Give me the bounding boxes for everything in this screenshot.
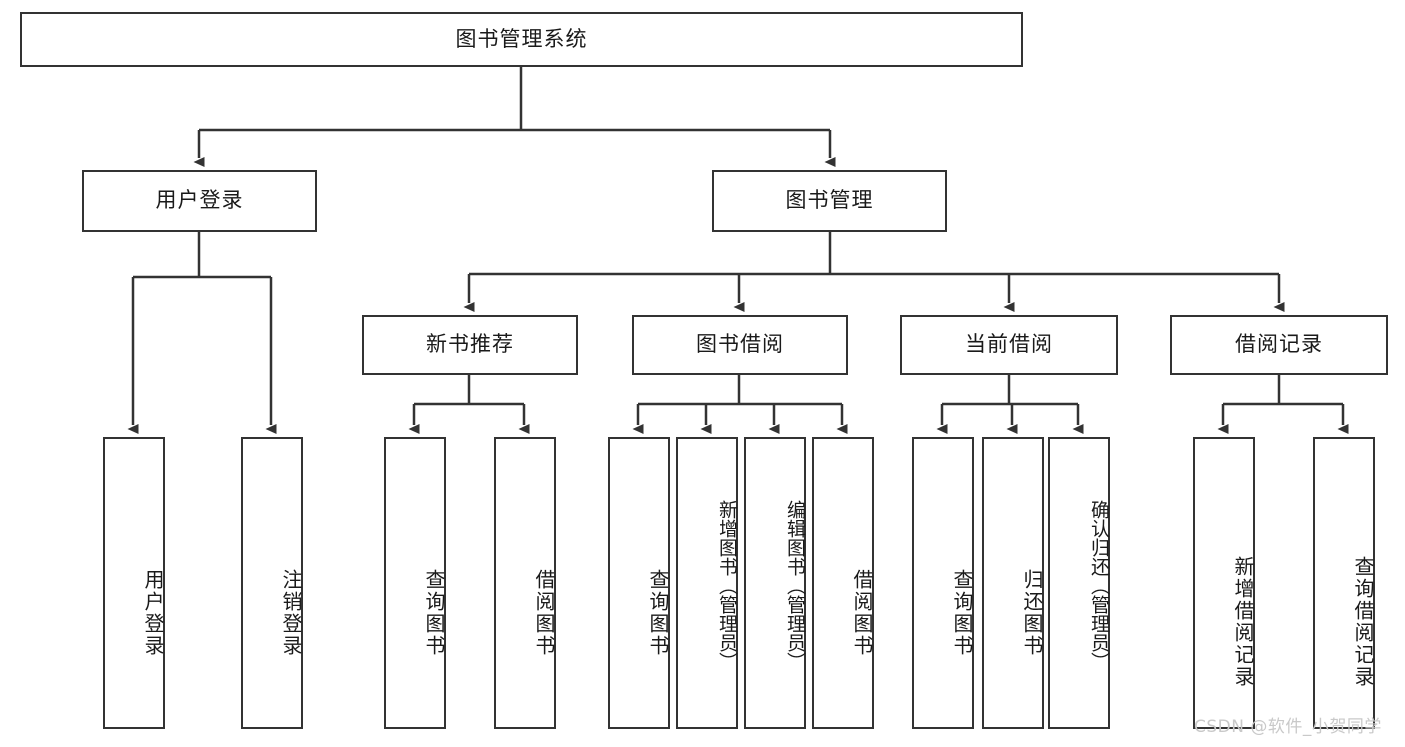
node-new-book-recommend[interactable]: 新书推荐 (362, 315, 578, 375)
leaf-confirm-return-admin[interactable]: 确认归还（管理员） (1048, 437, 1110, 729)
node-user-login[interactable]: 用户登录 (82, 170, 317, 232)
leaf-user-logout[interactable]: 注销登录 (241, 437, 303, 729)
leaf-user-login[interactable]: 用户登录 (103, 437, 165, 729)
node-root[interactable]: 图书管理系统 (20, 12, 1023, 67)
csdn-watermark: CSDN @软件_小贺同学 (1194, 717, 1382, 737)
leaf-return-book[interactable]: 归还图书 (982, 437, 1044, 729)
node-book-management[interactable]: 图书管理 (712, 170, 947, 232)
node-current-borrow[interactable]: 当前借阅 (900, 315, 1118, 375)
leaf-borrow-book-borrow[interactable]: 借阅图书 (812, 437, 874, 729)
leaf-borrow-book-recommend[interactable]: 借阅图书 (494, 437, 556, 729)
leaf-query-book-recommend[interactable]: 查询图书 (384, 437, 446, 729)
leaf-add-borrow-record[interactable]: 新增借阅记录 (1193, 437, 1255, 729)
leaf-edit-book-admin[interactable]: 编辑图书（管理员） (744, 437, 806, 729)
leaf-query-book-current[interactable]: 查询图书 (912, 437, 974, 729)
node-borrow-record[interactable]: 借阅记录 (1170, 315, 1388, 375)
leaf-query-borrow-record[interactable]: 查询借阅记录 (1313, 437, 1375, 729)
leaf-query-book-borrow[interactable]: 查询图书 (608, 437, 670, 729)
node-book-borrow[interactable]: 图书借阅 (632, 315, 848, 375)
leaf-add-book-admin[interactable]: 新增图书（管理员） (676, 437, 738, 729)
